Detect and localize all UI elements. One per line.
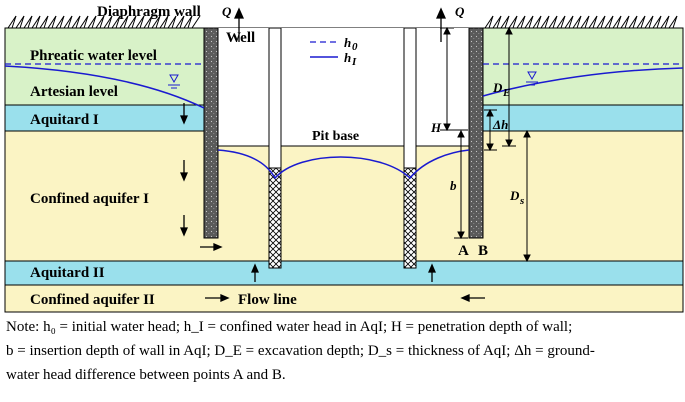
left-diaphragm-wall bbox=[203, 27, 219, 239]
note-line-3: water head difference between points A a… bbox=[6, 367, 286, 383]
pit-excavation bbox=[218, 28, 469, 146]
ground-hatch bbox=[7, 15, 678, 29]
confined-aquifer-2-label: Confined aquifer II bbox=[30, 292, 155, 308]
right-well bbox=[403, 27, 417, 269]
right-diaphragm-wall bbox=[468, 27, 484, 239]
figure-note: Note: h₀ = initial water head; h_I = con… bbox=[6, 315, 682, 387]
dim-de-label: D bbox=[492, 80, 503, 95]
dimensions bbox=[440, 26, 534, 263]
left-well bbox=[268, 27, 282, 269]
note-line-2: b = insertion depth of wall in AqI; D_E … bbox=[6, 343, 595, 359]
aquitard-2-label: Aquitard II bbox=[30, 265, 105, 281]
confined-aquifer-2-layer bbox=[4, 284, 684, 313]
flow-arrows bbox=[180, 103, 485, 302]
confined-head-curve-left bbox=[4, 65, 205, 109]
aquitard-2-layer bbox=[4, 260, 684, 286]
confined-aquifer-1-label: Confined aquifer I bbox=[30, 191, 149, 207]
well-label: Well bbox=[226, 30, 255, 46]
phreatic-label: Phreatic water level bbox=[30, 48, 157, 64]
dim-h-label: H bbox=[430, 120, 442, 135]
confined-head-curve-right bbox=[482, 67, 684, 97]
artesian-label: Artesian level bbox=[30, 84, 118, 100]
dim-ds-label: D bbox=[509, 188, 520, 203]
legend-hI-sub: I bbox=[351, 56, 357, 68]
legend: h 0 h I bbox=[310, 35, 358, 68]
water-level-symbol-right bbox=[526, 71, 538, 86]
note-line-1: Note: h₀ = initial water head; h_I = con… bbox=[6, 319, 573, 335]
drawdown-curve-pit bbox=[217, 149, 470, 180]
point-b-label: B bbox=[478, 243, 488, 259]
pit-base-label: Pit base bbox=[312, 129, 359, 144]
dim-dh-label: Δh bbox=[492, 117, 508, 132]
dim-b-label: b bbox=[450, 178, 457, 193]
q-left-label: Q bbox=[222, 4, 232, 19]
legend-h0-sub: 0 bbox=[352, 41, 358, 53]
water-level-symbol-left bbox=[168, 74, 180, 89]
q-arrow-left bbox=[233, 7, 245, 42]
aquitard-1-label: Aquitard I bbox=[30, 112, 99, 128]
dim-ds-sub: s bbox=[519, 195, 524, 207]
diaphragm-wall-label: Diaphragm wall bbox=[97, 4, 201, 20]
flow-line-label: Flow line bbox=[238, 292, 297, 308]
point-a-label: A bbox=[458, 243, 469, 259]
q-right-label: Q bbox=[455, 4, 465, 19]
legend-h0-label: h bbox=[344, 35, 351, 50]
legend-hI-label: h bbox=[344, 50, 351, 65]
dim-de-sub: E bbox=[502, 87, 510, 99]
